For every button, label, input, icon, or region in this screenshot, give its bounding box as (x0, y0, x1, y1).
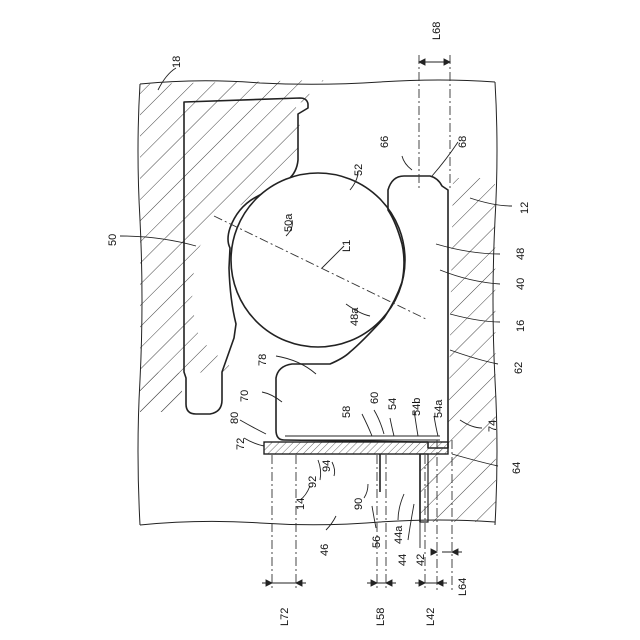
label-68: 68 (457, 136, 469, 148)
label-56: 56 (371, 536, 383, 548)
label-64: 64 (511, 462, 523, 474)
stem-block (420, 454, 428, 522)
label-52: 52 (353, 164, 365, 176)
label-16: 16 (515, 320, 527, 332)
label-L58: L58 (375, 608, 387, 626)
label-50: 50 (107, 234, 119, 246)
label-L1: L1 (341, 240, 353, 252)
label-L72: L72 (279, 608, 291, 626)
label-L68: L68 (431, 22, 443, 40)
label-L42: L42 (425, 608, 437, 626)
label-58: 58 (341, 406, 353, 418)
label-48a: 48a (349, 307, 361, 326)
label-44: 44 (397, 554, 409, 566)
label-90: 90 (353, 498, 365, 510)
label-62: 62 (513, 362, 525, 374)
label-78: 78 (257, 354, 269, 366)
label-72: 72 (235, 438, 247, 450)
lower-stems (380, 454, 428, 522)
label-L64: L64 (457, 578, 469, 596)
label-54b: 54b (411, 398, 423, 416)
label-12: 12 (519, 202, 531, 214)
label-54: 54 (387, 398, 399, 410)
label-40: 40 (515, 278, 527, 290)
label-80: 80 (229, 412, 241, 424)
label-70: 70 (239, 390, 251, 402)
label-54a: 54a (433, 399, 445, 418)
ball (231, 173, 405, 347)
label-14: 14 (295, 498, 307, 510)
label-94: 94 (321, 460, 333, 472)
label-50a: 50a (283, 213, 295, 232)
label-46: 46 (319, 544, 331, 556)
housing-right-section (425, 178, 496, 522)
label-44a: 44a (393, 525, 405, 544)
label-66: 66 (379, 136, 391, 148)
label-18: 18 (171, 56, 183, 68)
label-48: 48 (515, 248, 527, 260)
label-92: 92 (307, 476, 319, 488)
ball-circle (231, 173, 405, 347)
label-74: 74 (487, 420, 499, 432)
bottom-plate (264, 436, 448, 454)
housing-left-lower (140, 372, 182, 412)
label-42: 42 (415, 554, 427, 566)
label-60: 60 (369, 392, 381, 404)
plate-bar (264, 442, 448, 454)
